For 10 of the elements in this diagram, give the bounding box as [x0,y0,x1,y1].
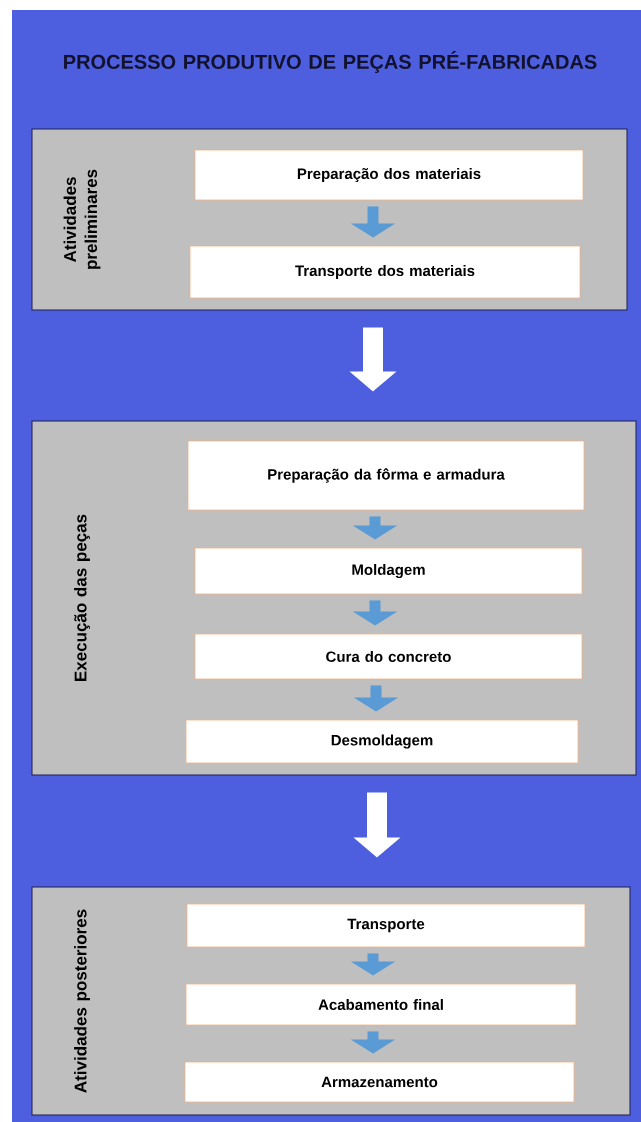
process-box: Acabamento final [185,983,577,1026]
process-box: Desmoldagem [185,719,579,764]
process-box: Armazenamento [184,1061,575,1103]
process-box: Moldagem [194,547,583,595]
process-box: Cura do concreto [194,633,583,680]
process-box: Preparação da fôrma e armadura [187,440,585,511]
title: PROCESSO PRODUTIVO DE PEÇAS PRÉ-FABRICADAS [64,51,597,73]
process-box: Preparação dos materiais [194,149,584,201]
process-box: Transporte [186,903,586,948]
process-box: Transporte dos materiais [189,245,581,299]
